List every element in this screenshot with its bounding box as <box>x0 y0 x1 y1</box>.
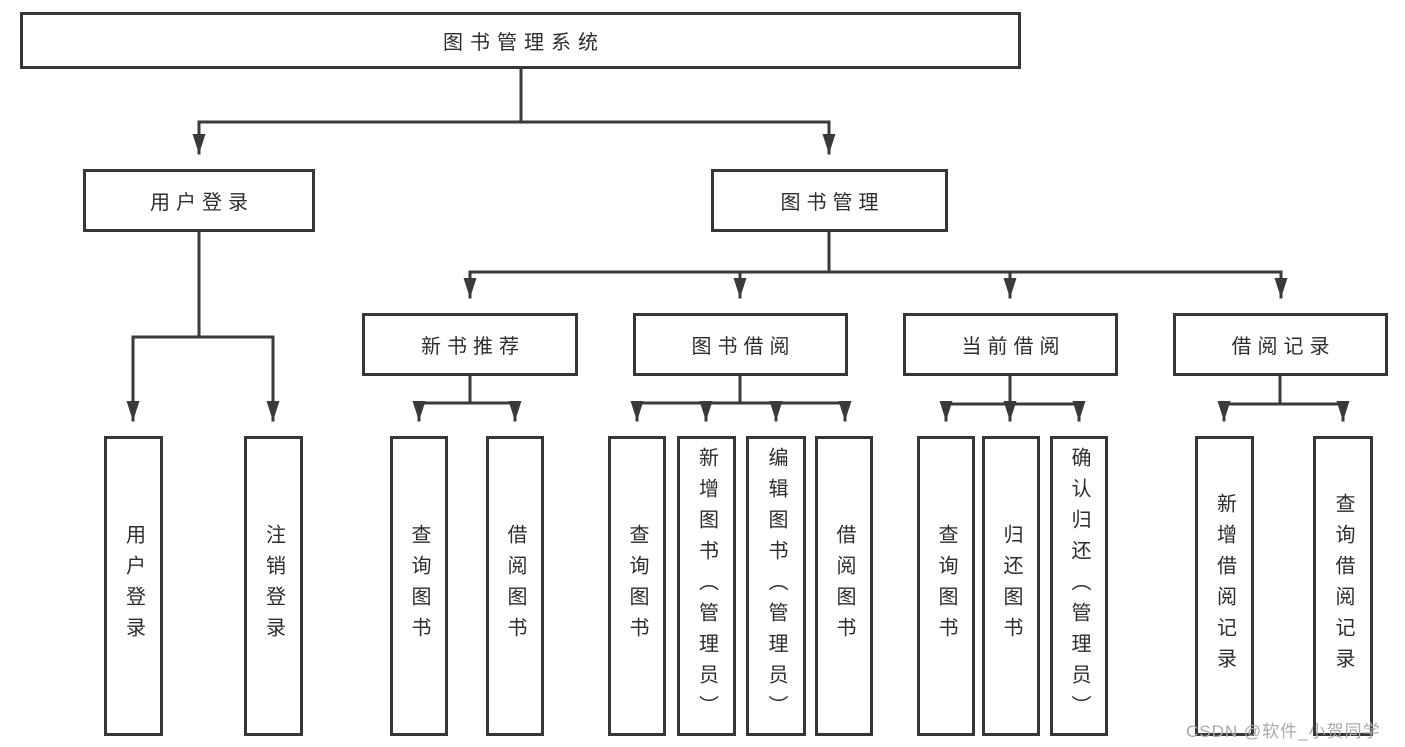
node-label: 图书管理系统 <box>443 32 605 54</box>
node-label: 编辑图书（管理员） <box>765 446 787 726</box>
leaf-query-borrow-record: 查询借阅记录 <box>1313 436 1373 736</box>
leaf-query-books-borrow: 查询图书 <box>608 436 666 736</box>
node-label: 图书管理 <box>780 192 885 214</box>
leaf-query-books-recommend: 查询图书 <box>390 436 448 736</box>
node-label: 新增图书（管理员） <box>695 446 718 726</box>
leaf-add-borrow-record: 新增借阅记录 <box>1195 436 1254 736</box>
leaf-borrow-books-recommend: 借阅图书 <box>486 436 544 736</box>
leaf-user-login: 用户登录 <box>104 436 163 736</box>
csdn-watermark: CSDN @软件_小贺同学 <box>1186 722 1381 741</box>
node-current-borrow: 当前借阅 <box>903 313 1118 376</box>
node-label: 注销登录 <box>262 524 285 648</box>
leaf-query-books-current: 查询图书 <box>917 436 975 736</box>
node-new-book-recommend: 新书推荐 <box>362 313 578 376</box>
leaf-logout: 注销登录 <box>244 436 303 736</box>
leaf-add-book-admin: 新增图书（管理员） <box>677 436 736 736</box>
node-label: 查询借阅记录 <box>1332 493 1354 679</box>
node-label: 新增借阅记录 <box>1213 493 1236 679</box>
node-label: 当前借阅 <box>961 336 1066 358</box>
node-label: 新书推荐 <box>421 336 525 358</box>
node-label: 查询图书 <box>935 524 957 648</box>
node-label: 图书借阅 <box>691 336 796 358</box>
node-book-management: 图书管理 <box>711 169 948 232</box>
leaf-return-book: 归还图书 <box>982 436 1040 736</box>
node-label: 借阅图书 <box>504 524 526 648</box>
node-label: 归还图书 <box>1000 524 1022 648</box>
node-borrow-records: 借阅记录 <box>1173 313 1388 376</box>
node-label: 查询图书 <box>626 524 648 648</box>
leaf-confirm-return-admin: 确认归还（管理员） <box>1050 436 1108 736</box>
node-label: 用户登录 <box>122 524 145 648</box>
node-library-system: 图书管理系统 <box>20 12 1021 69</box>
leaf-edit-book-admin: 编辑图书（管理员） <box>746 436 806 736</box>
node-user-login: 用户登录 <box>83 169 315 232</box>
node-book-borrow: 图书借阅 <box>633 313 848 376</box>
leaf-borrow-books: 借阅图书 <box>815 436 873 736</box>
node-label: 确认归还（管理员） <box>1068 446 1090 726</box>
node-label: 查询图书 <box>408 524 430 648</box>
node-label: 用户登录 <box>150 192 254 214</box>
node-label: 借阅记录 <box>1231 336 1336 358</box>
node-label: 借阅图书 <box>833 524 855 648</box>
